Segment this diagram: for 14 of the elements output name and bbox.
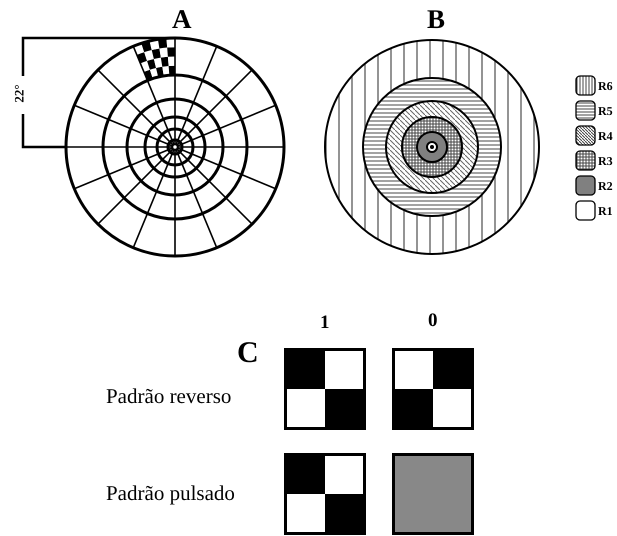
angle-label: 22° [12, 84, 26, 103]
panel-label: A [172, 6, 192, 33]
row-label: Padrão reverso [106, 386, 232, 407]
column-label: 0 [428, 311, 438, 330]
row-label: Padrão pulsado [106, 483, 235, 504]
column-label: 1 [320, 313, 330, 332]
legend-label: R5 [598, 105, 613, 117]
panel-label: B [427, 6, 446, 33]
legend-label: R1 [598, 205, 613, 217]
panel-label: C [237, 338, 259, 368]
legend-label: R2 [598, 180, 613, 192]
legend-label: R6 [598, 80, 613, 92]
legend-label: R4 [598, 130, 613, 142]
legend-label: R3 [598, 155, 613, 167]
